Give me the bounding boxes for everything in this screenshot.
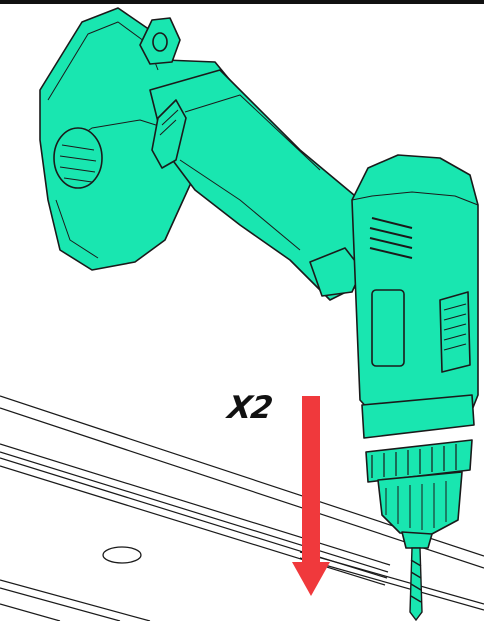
drill-bit — [409, 547, 423, 621]
repeat-count-label: X2 — [225, 390, 275, 426]
down-arrow-icon — [292, 396, 330, 596]
top-border — [0, 0, 484, 4]
mounting-hole — [102, 546, 142, 564]
cordless-drill-icon — [39, 7, 479, 549]
